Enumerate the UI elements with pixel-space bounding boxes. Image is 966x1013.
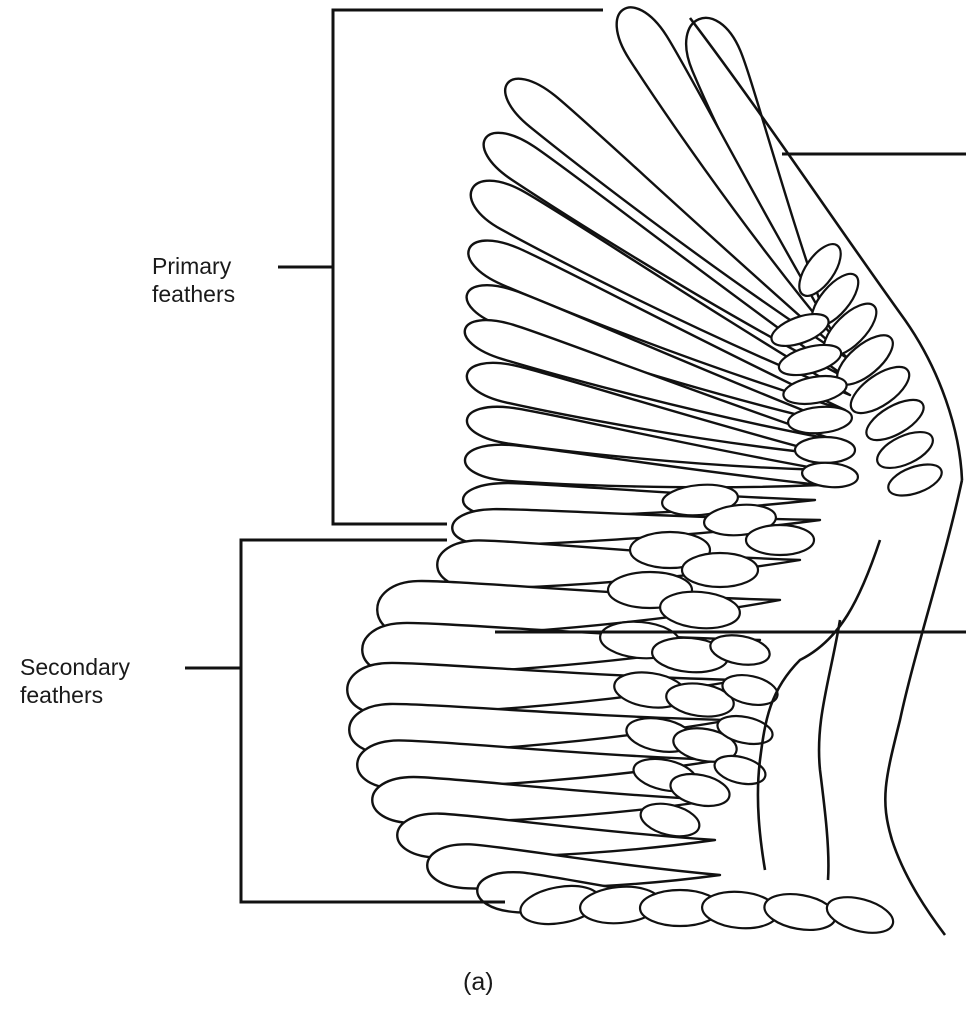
secondary-label-line2: feathers (20, 681, 130, 709)
primary-feathers-label: Primary feathers (152, 252, 235, 308)
primary-feathers-illustration (463, 7, 850, 517)
secondary-label-line1: Secondary (20, 653, 130, 681)
inner-rachis-line-2 (819, 620, 840, 880)
covert-feather-17 (746, 525, 814, 555)
primary-label-line1: Primary (152, 252, 235, 280)
figure-caption: (a) (463, 968, 494, 997)
covert-feather-11 (781, 372, 849, 409)
covert-feather-19 (682, 553, 758, 587)
covert-feather-13 (795, 437, 855, 463)
primary-label-line2: feathers (152, 280, 235, 308)
secondary-feathers-label: Secondary feathers (20, 653, 130, 709)
covert-feather-21 (659, 589, 742, 632)
inner-rachis-line (758, 540, 880, 870)
covert-feather-40 (823, 891, 897, 940)
wing-body-edge (885, 480, 962, 935)
